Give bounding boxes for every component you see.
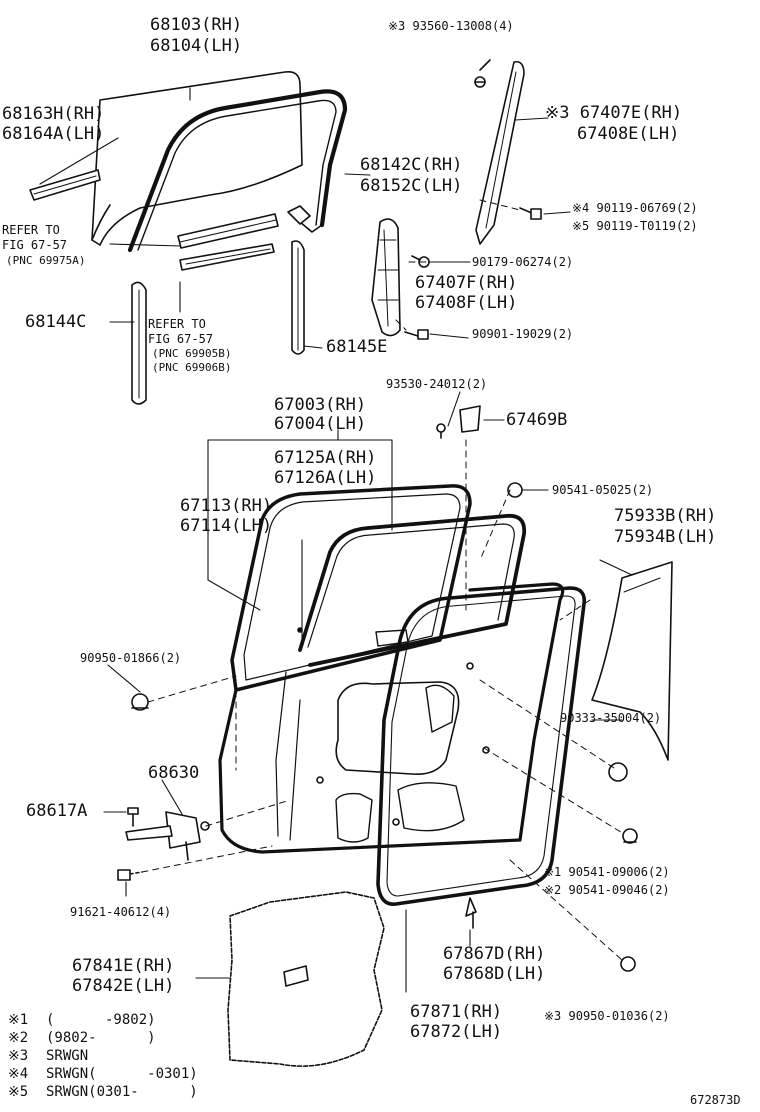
label-68145: 68145E <box>326 337 388 357</box>
footnote-text: (9802- ) <box>46 1030 156 1046</box>
screw-93530 <box>436 423 446 439</box>
label-75933: 75933B(RH) <box>614 506 717 526</box>
label-67842: 67842E(LH) <box>72 976 175 996</box>
refer-fig-2-line3: (PNC 69905B) <box>152 347 232 360</box>
footnote-text: SRWGN <box>46 1048 89 1064</box>
label-90119-a: ※4 90119-06769(2) <box>572 201 698 215</box>
screw-93560 <box>474 59 491 88</box>
label-67004: 67004(LH) <box>274 414 367 434</box>
label-67126: 67126A(LH) <box>274 468 377 488</box>
bracket-67469b <box>459 405 481 433</box>
service-hole-cover <box>227 891 385 1067</box>
footnote-mark: ※3 <box>8 1048 29 1064</box>
footnote-text: SRWGN(0301- ) <box>46 1084 198 1100</box>
bolt-90901 <box>404 329 429 340</box>
label-67469: 67469B <box>506 410 568 430</box>
pillar-trim <box>591 561 673 761</box>
label-75934: 75934B(LH) <box>614 527 717 547</box>
footnote-mark: ※4 <box>8 1066 29 1082</box>
refer-fig-2-line4: (PNC 69906B) <box>152 361 232 374</box>
label-90541-05025: 90541-05025(2) <box>552 483 654 497</box>
window-frame-outer <box>298 513 527 667</box>
label-93530: 93530-24012(2) <box>386 377 488 391</box>
label-67841: 67841E(RH) <box>72 956 175 976</box>
glass-run-frame <box>127 89 348 253</box>
clip-90950-01036 <box>620 956 636 972</box>
label-90541-09006: ※1 90541-09006(2) <box>544 865 670 879</box>
diagram-id: 672873D <box>690 1093 741 1107</box>
label-67408e: 67408E(LH) <box>577 124 680 144</box>
label-68617: 68617A <box>26 801 88 821</box>
label-90950-01866: 90950-01866(2) <box>80 651 182 665</box>
label-90179: 90179-06274(2) <box>472 255 574 269</box>
bolt-90179 <box>411 255 430 268</box>
label-90950-01036: ※3 90950-01036(2) <box>544 1009 670 1023</box>
label-67407f: 67407F(RH) <box>415 273 518 293</box>
label-90333: 90333-35004(2) <box>560 711 662 725</box>
footnote-text: SRWGN( -0301) <box>46 1066 198 1082</box>
label-67125: 67125A(RH) <box>274 448 377 468</box>
label-68142: 68142C(RH) <box>360 155 463 175</box>
plug-90333-35004 <box>608 762 628 782</box>
refer-fig-1-line2: FIG 67-57 <box>2 238 68 252</box>
refer-fig-1-line1: REFER TO <box>2 223 60 237</box>
label-90541-09046: ※2 90541-09046(2) <box>544 883 670 897</box>
label-67003: 67003(RH) <box>274 395 367 415</box>
dash-lines <box>141 199 625 961</box>
label-67868: 67868D(LH) <box>443 964 546 984</box>
label-91621: 91621-40612(4) <box>70 905 172 919</box>
label-68163: 68163H(RH) <box>2 104 105 124</box>
door-glass <box>91 70 303 246</box>
label-67871: 67871(RH) <box>410 1002 503 1022</box>
door-inner-panel <box>218 582 565 854</box>
panel-opening <box>335 681 460 776</box>
footnote-mark: ※2 <box>8 1030 29 1046</box>
label-67407e: ※3 67407E(RH) <box>545 103 683 123</box>
footnote-mark: ※1 <box>8 1012 29 1028</box>
clip-67867 <box>465 897 477 929</box>
label-68144: 68144C <box>25 312 87 332</box>
label-67113: 67113(RH) <box>180 496 273 516</box>
door-panel-outer <box>230 484 472 692</box>
refer-fig-2-line2: FIG 67-57 <box>148 332 214 346</box>
bolt-91621 <box>117 869 143 881</box>
refer-fig-2-line1: REFER TO <box>148 317 206 331</box>
label-67872: 67872(LH) <box>410 1022 503 1042</box>
refer-fig-1-line3: (PNC 69975A) <box>6 254 86 267</box>
label-68152: 68152C(LH) <box>360 176 463 196</box>
label-67867: 67867D(RH) <box>443 944 546 964</box>
label-67408f: 67408F(LH) <box>415 293 518 313</box>
label-67114: 67114(LH) <box>180 516 273 536</box>
door-weatherstrip <box>376 586 587 906</box>
clip-90541-09006 <box>622 828 638 844</box>
label-68630: 68630 <box>148 763 200 783</box>
door-check-hinge <box>125 811 210 861</box>
leader-lines <box>39 87 633 993</box>
label-93560: ※3 93560-13008(4) <box>388 19 514 33</box>
bolt-90119 <box>519 207 542 220</box>
plug-90950-01866 <box>131 693 149 711</box>
label-68104: 68104(LH) <box>150 36 243 56</box>
label-90901: 90901-19029(2) <box>472 327 574 341</box>
label-90119-b: ※5 90119-T0119(2) <box>572 219 698 233</box>
footnote-mark: ※5 <box>8 1084 29 1100</box>
label-68103: 68103(RH) <box>150 15 243 35</box>
bolt-68617 <box>127 807 139 827</box>
label-68164: 68164A(LH) <box>2 124 105 144</box>
footnote-text: ( -9802) <box>46 1012 156 1028</box>
